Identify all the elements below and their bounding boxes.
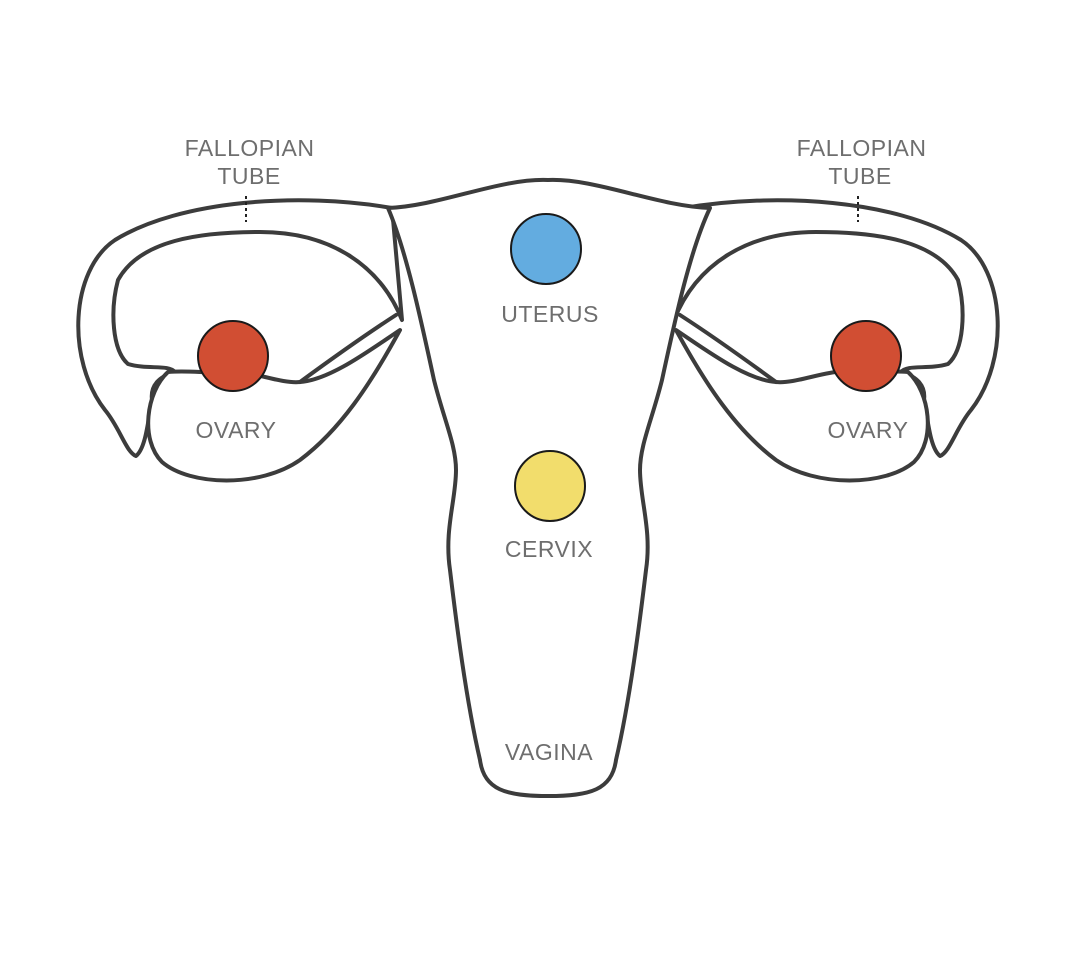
cervix-label: CERVIX: [505, 536, 593, 562]
right-ovary-marker: [830, 320, 902, 392]
uterus-label: UTERUS: [501, 301, 599, 327]
right-ovary-label: OVARY: [828, 417, 909, 443]
right-fallopian-tube-label: FALLOPIAN TUBE: [797, 135, 934, 189]
left-ovary-marker: [197, 320, 269, 392]
right-ovary-shape: [674, 328, 930, 483]
vagina-label: VAGINA: [505, 739, 593, 765]
left-ovarian-ligament: [298, 313, 398, 384]
right-fallopian-tube: [672, 198, 1000, 458]
left-ovary-label: OVARY: [196, 417, 277, 443]
uterus-marker: [510, 213, 582, 285]
left-fallopian-tube: [76, 198, 404, 458]
left-ovary-shape: [146, 328, 402, 483]
left-fallopian-tube-label: FALLOPIAN TUBE: [185, 135, 322, 189]
right-ovarian-ligament: [678, 313, 778, 384]
cervix-marker: [514, 450, 586, 522]
